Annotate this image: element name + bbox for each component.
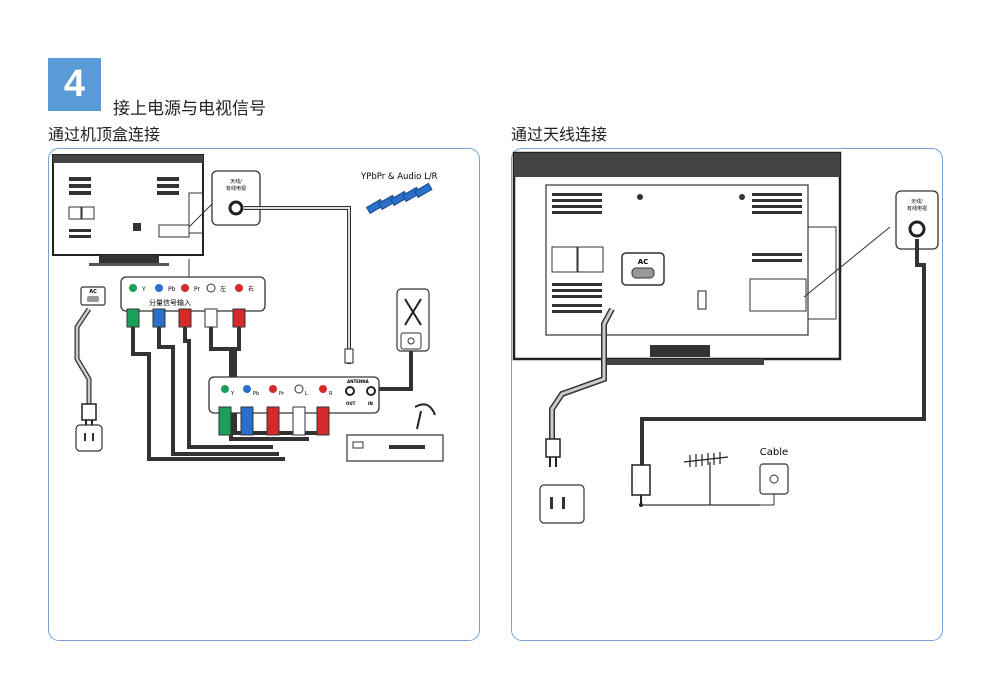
- roof-antenna-icon: [683, 452, 729, 505]
- cable-wall-socket-icon: Cable: [759, 447, 789, 506]
- callout-right-bottom-text: 有线电视: [907, 205, 927, 212]
- tv-back-right: [512, 151, 842, 365]
- jack-label-right: 右: [248, 285, 254, 293]
- ypbpr-plugs-icon: YPbPr & Audio L/R: [360, 172, 438, 215]
- satellite-dish-icon: [414, 403, 436, 430]
- jack-label-pb: Pb: [168, 286, 176, 293]
- jack-label-left: 左: [220, 285, 226, 293]
- right-panel-antenna: AC 天线/ 有线电视 Cable: [511, 148, 943, 641]
- callout-top-text: 天线/: [230, 178, 242, 185]
- ac-label-left: AC: [89, 289, 97, 295]
- stb-jack-l: L: [305, 391, 308, 397]
- stb-jack-pr: Pr: [279, 391, 285, 397]
- left-diagram: 天线/ 有线电视 YPbPr & Audio L/R Y Pb Pr 左 右 分…: [52, 154, 444, 462]
- callout-right-top-text: 天线/: [911, 198, 923, 205]
- wall-antenna-left: [379, 288, 430, 391]
- stb-jack-y: Y: [230, 391, 235, 397]
- callout-bottom-text: 有线电视: [226, 185, 246, 192]
- cable-label: Cable: [760, 447, 788, 458]
- antenna-callout-right: 天线/ 有线电视: [631, 190, 939, 507]
- plugs-label: YPbPr & Audio L/R: [360, 172, 438, 182]
- ac-label-right: AC: [638, 258, 649, 266]
- step-title: 接上电源与电视信号: [113, 99, 266, 119]
- ac-power-right: AC: [539, 252, 665, 524]
- jack-label-y: Y: [141, 286, 146, 293]
- left-panel-set-top-box: 天线/ 有线电视 YPbPr & Audio L/R Y Pb Pr 左 右 分…: [48, 148, 480, 641]
- step-number-badge: 4: [48, 58, 101, 111]
- jacks-caption: 分量信号输入: [149, 298, 191, 307]
- component-plugs-tv: [126, 308, 246, 328]
- set-top-box-icon: [346, 434, 444, 462]
- tv-back-left: [52, 154, 204, 266]
- antenna-callout: 天线/ 有线电视: [188, 170, 261, 228]
- stb-jack-panel: Y Pb Pr L R ANTENNA OUT IN: [208, 376, 380, 414]
- jack-label-pr: Pr: [194, 286, 201, 293]
- stb-antenna-label: ANTENNA: [347, 379, 370, 384]
- stb-in-label: IN: [368, 401, 373, 406]
- component-cables: [131, 324, 319, 461]
- left-section-title: 通过机顶盒连接: [48, 125, 161, 144]
- tv-jack-panel: Y Pb Pr 左 右 分量信号输入: [120, 259, 266, 312]
- stb-out-label: OUT: [346, 401, 356, 406]
- right-diagram: AC 天线/ 有线电视 Cable: [512, 151, 939, 524]
- stb-jack-pb: Pb: [253, 391, 259, 397]
- ac-power-left: AC: [74, 286, 106, 452]
- stb-jack-r: R: [329, 391, 333, 397]
- right-section-title: 通过天线连接: [511, 125, 608, 144]
- component-plugs-stb: [218, 406, 330, 436]
